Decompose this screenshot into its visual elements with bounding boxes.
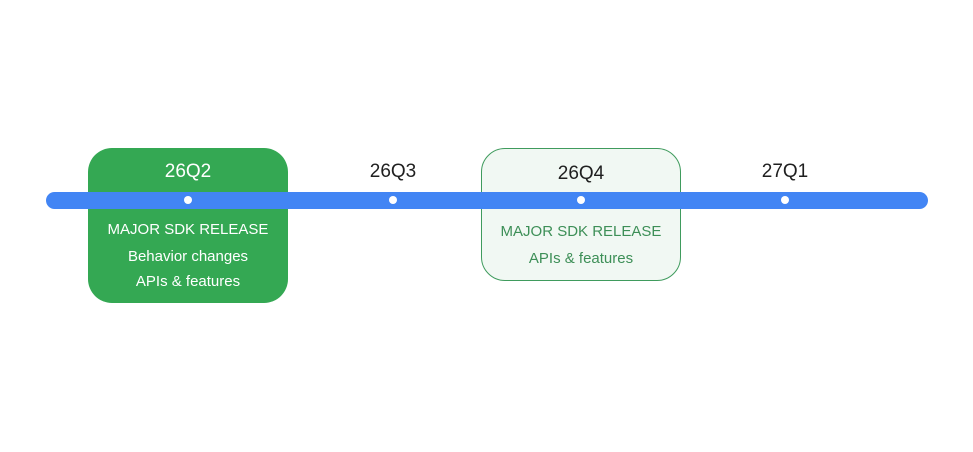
milestone-dot-27q1 — [781, 196, 789, 204]
card-26q2-line-3: APIs & features — [135, 273, 241, 290]
card-26q4-line-1: MAJOR SDK RELEASE — [500, 223, 662, 240]
milestone-dot-26q3 — [389, 196, 397, 204]
card-26q2-line-1: MAJOR SDK RELEASE — [107, 221, 269, 238]
milestone-label-26q2: 26Q2 — [164, 161, 212, 182]
milestone-dot-26q4 — [577, 196, 585, 204]
timeline-bar — [46, 192, 928, 209]
milestone-dot-26q2 — [184, 196, 192, 204]
milestone-card-26q4 — [481, 148, 681, 281]
milestone-label-26q4: 26Q4 — [557, 163, 605, 184]
card-26q4-line-2: APIs & features — [528, 250, 634, 267]
milestone-card-26q2 — [88, 148, 288, 303]
card-26q2-line-2: Behavior changes — [127, 248, 249, 265]
milestone-label-27q1: 27Q1 — [761, 161, 809, 182]
milestone-label-26q3: 26Q3 — [369, 161, 417, 182]
